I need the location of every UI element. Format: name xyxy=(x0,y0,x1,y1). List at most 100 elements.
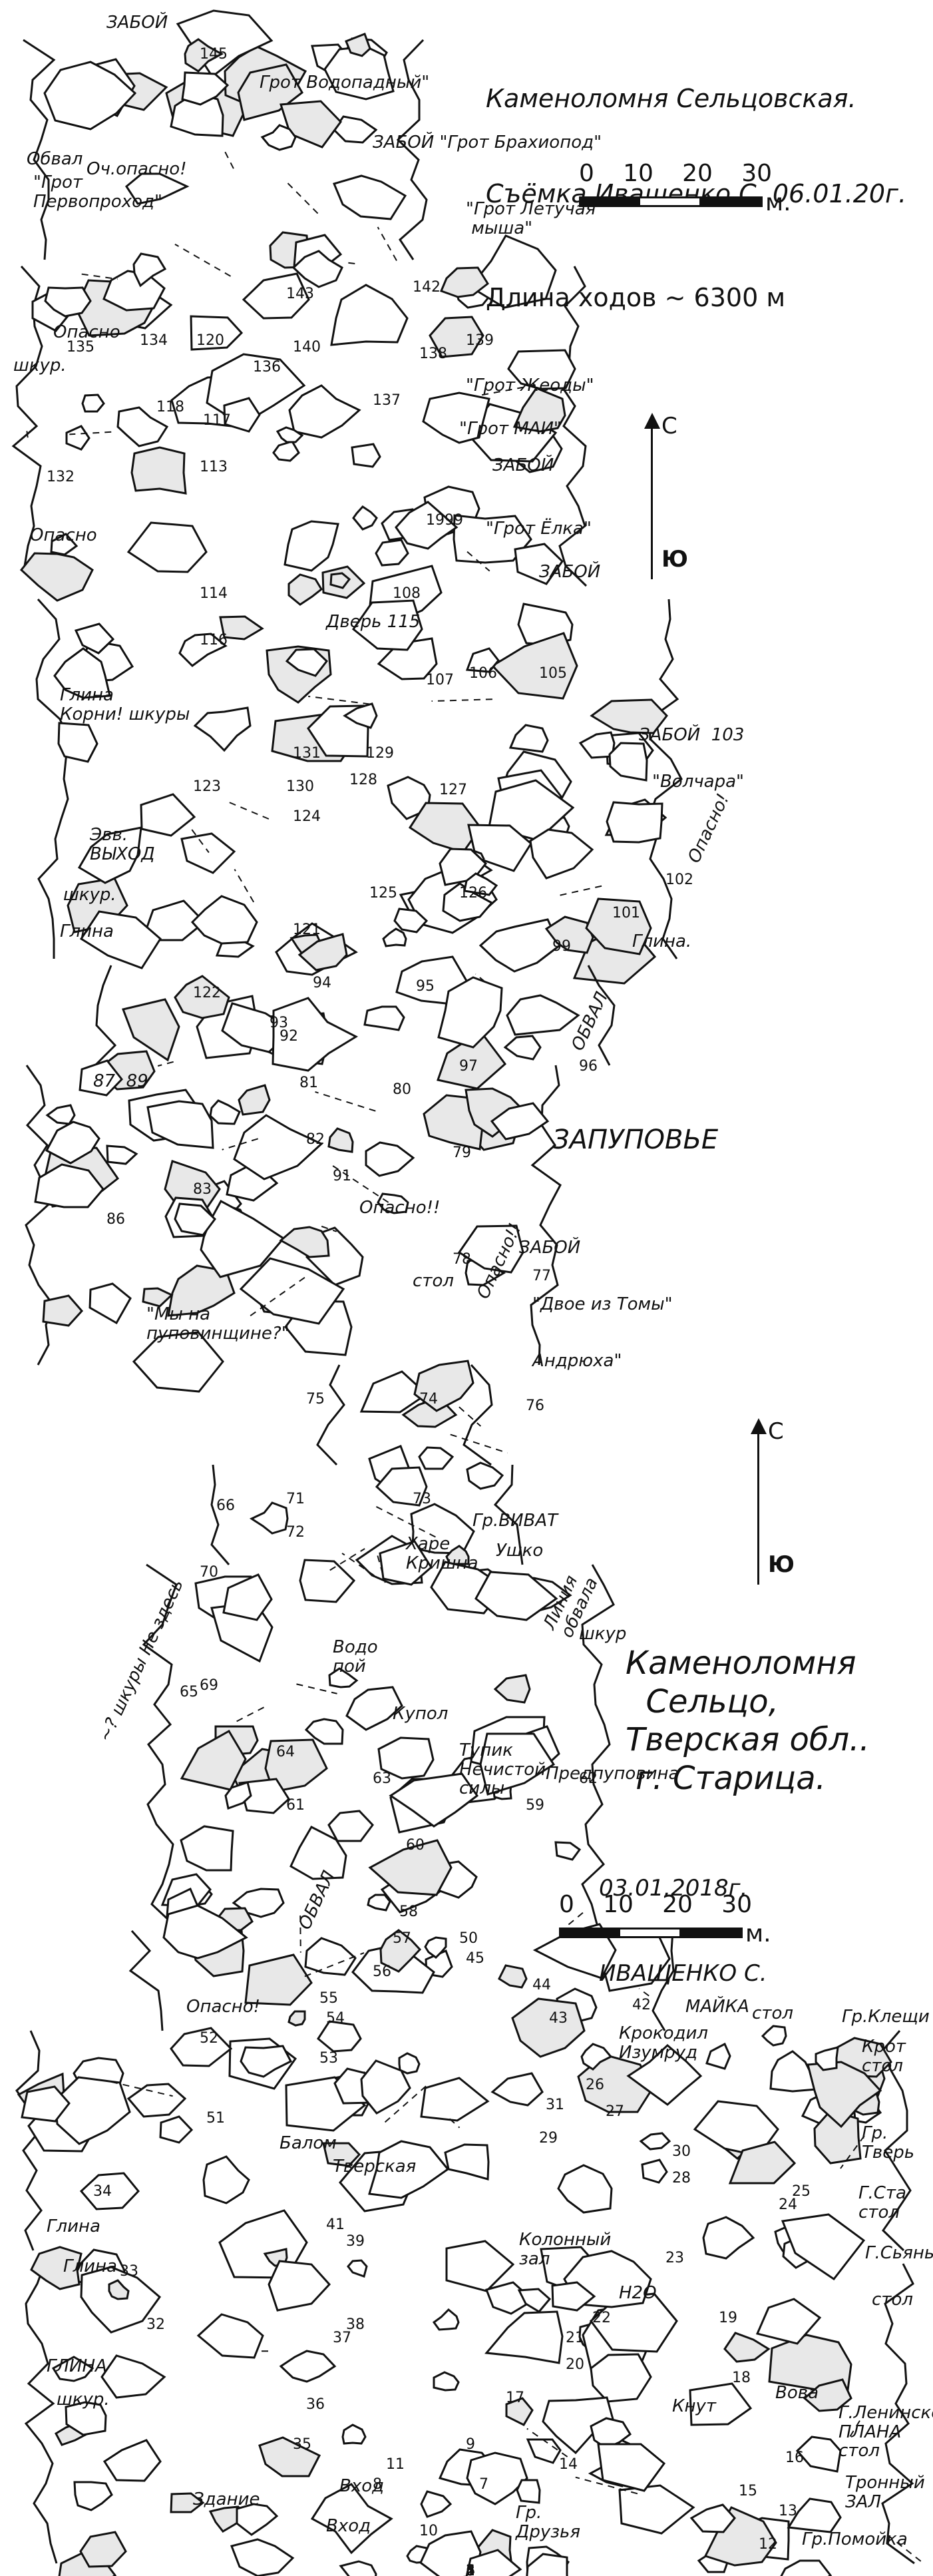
scale-bar-bottom: 0 10 20 30 м. xyxy=(559,1891,771,1947)
rock-pillar xyxy=(526,2553,568,2576)
rock-pillar xyxy=(508,724,549,753)
rock-pillar xyxy=(170,2027,233,2067)
rock-pillar xyxy=(577,2053,653,2113)
station-number: 57 xyxy=(393,1930,411,1947)
station-number: 77 xyxy=(532,1268,551,1284)
rock-pillar xyxy=(418,1446,455,1470)
station-number: 134 xyxy=(140,332,168,349)
rock-pillar xyxy=(703,2506,777,2567)
station-number: 94 xyxy=(313,975,331,991)
rock-pillar xyxy=(479,1732,556,1796)
rock-pillar xyxy=(542,2396,615,2455)
cave-wall xyxy=(881,2263,915,2565)
scale-bar xyxy=(559,1928,743,1938)
station-number: 145 xyxy=(200,46,228,63)
rock-pillar xyxy=(445,1545,470,1565)
rock-pillar xyxy=(608,742,648,782)
rock-pillar xyxy=(478,918,561,973)
rock-pillar xyxy=(291,250,343,288)
station-number: 129 xyxy=(366,745,394,762)
station-number: 138 xyxy=(419,346,447,362)
station-number: 107 xyxy=(426,672,454,688)
passage-dashline xyxy=(304,1952,365,1977)
rock-pillar xyxy=(108,2279,130,2300)
passage-dashline xyxy=(315,1091,376,1112)
passage-dashline xyxy=(575,2476,638,2495)
station-number: 86 xyxy=(106,1211,125,1228)
cave-wall xyxy=(881,2030,912,2252)
map-label: "Грот Ёлка" xyxy=(486,519,592,539)
station-number: 55 xyxy=(319,1990,338,2007)
station-number: 37 xyxy=(333,2330,351,2346)
rock-pillar xyxy=(398,2052,421,2075)
passage-dashline xyxy=(526,2428,568,2457)
rock-pillar xyxy=(453,514,532,564)
station-number: 33 xyxy=(120,2263,138,2280)
rock-pillar xyxy=(432,2308,460,2331)
station-number: 72 xyxy=(286,1524,305,1541)
rock-pillar xyxy=(343,702,378,729)
rock-pillar xyxy=(45,1104,76,1125)
rock-pillar xyxy=(268,2260,331,2312)
station-number: 118 xyxy=(156,399,184,415)
rock-pillar xyxy=(287,573,323,606)
rock-pillar xyxy=(723,2332,771,2363)
rock-pillar xyxy=(618,2484,695,2535)
station-number: 16 xyxy=(785,2449,804,2466)
rock-pillar xyxy=(498,1964,528,1989)
rock-pillar xyxy=(490,1102,550,1141)
rock-pillar xyxy=(233,1114,323,1180)
passage-network xyxy=(11,9,922,2576)
station-number: 65 xyxy=(180,1684,198,1700)
station-number: 21 xyxy=(566,2330,584,2346)
cave-wall xyxy=(316,1364,345,1466)
scale-tick: 30 xyxy=(741,160,772,187)
station-number: 18 xyxy=(732,2370,751,2386)
station-number: 1 xyxy=(466,2563,475,2576)
station-number: 32 xyxy=(146,2316,165,2333)
rock-pillar xyxy=(327,1127,354,1153)
rock-pillar xyxy=(345,1686,403,1731)
rock-pillar xyxy=(102,2439,162,2482)
title-line2: Съёмка Иващенко С. 06.01.20г. xyxy=(486,178,907,208)
rock-pillar xyxy=(795,2436,842,2473)
map-label: "Грот Летучая мыша" xyxy=(466,199,596,238)
rock-pillar xyxy=(196,2313,264,2359)
station-number: 19 xyxy=(719,2310,737,2326)
rock-pillar xyxy=(781,2213,866,2281)
station-number: 125 xyxy=(369,885,397,902)
map-label: Эвв. ВЫХОД xyxy=(90,825,155,864)
south-label: Ю xyxy=(768,1551,795,1578)
station-number: 142 xyxy=(413,279,441,296)
scale-tick: 10 xyxy=(623,160,653,187)
rock-pillar xyxy=(162,1904,248,1959)
rock-pillar xyxy=(359,1370,429,1414)
passage-dashline xyxy=(384,2083,429,2123)
rock-pillar xyxy=(180,1729,247,1791)
station-number: 128 xyxy=(349,772,377,788)
station-number: 102 xyxy=(665,872,693,888)
passage-dashline xyxy=(377,226,397,262)
cave-wall xyxy=(396,39,428,260)
station-number: 8 xyxy=(373,2476,382,2493)
station-number: 79 xyxy=(453,1145,471,1161)
rock-pillar xyxy=(126,521,208,573)
passage-dashline xyxy=(481,384,536,396)
rock-pillar xyxy=(590,698,668,734)
station-number: 92 xyxy=(280,1028,298,1045)
rock-pillar xyxy=(323,45,395,101)
cave-wall xyxy=(581,1564,615,1925)
map-label: Гр.ВИВАТ xyxy=(472,1511,558,1531)
north-label: С xyxy=(661,413,677,439)
passage-dashline xyxy=(157,1061,174,1067)
rock-pillar xyxy=(121,998,180,1062)
rock-pillar xyxy=(329,572,351,589)
station-number: 108 xyxy=(393,585,421,602)
rock-pillar xyxy=(44,286,92,318)
rock-pillar xyxy=(440,266,489,298)
rock-pillar xyxy=(280,100,342,148)
cave-wall xyxy=(463,1364,493,1466)
rock-pillar xyxy=(413,1360,474,1412)
rock-pillar xyxy=(807,2061,882,2129)
